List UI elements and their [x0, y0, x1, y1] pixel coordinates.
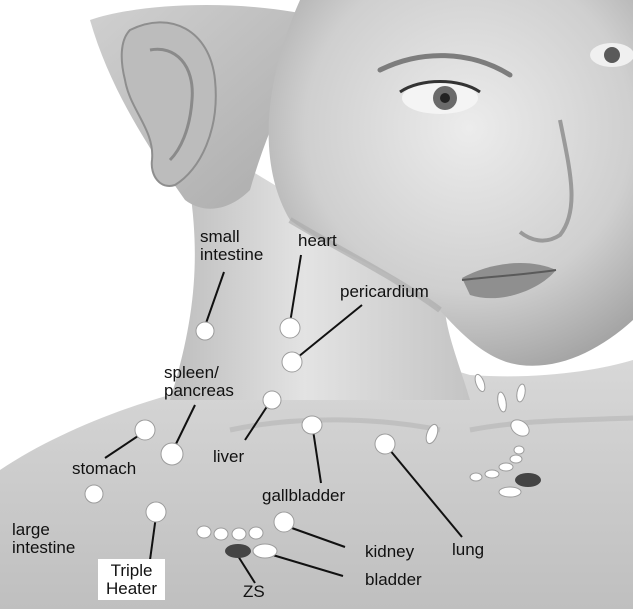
- point-large-intestine: [85, 485, 103, 503]
- point-chest-8: [499, 463, 513, 471]
- point-triple-heater: [146, 502, 166, 522]
- point-bladder: [253, 544, 277, 558]
- point-chest-10: [514, 446, 524, 454]
- point-small-intestine: [196, 322, 214, 340]
- point-liver: [263, 391, 281, 409]
- point-chest-6: [470, 473, 482, 481]
- eye-iris-right: [604, 47, 620, 63]
- point-heart: [280, 318, 300, 338]
- point-chain-3: [232, 528, 246, 540]
- point-zs: [225, 544, 251, 558]
- point-lung: [375, 434, 395, 454]
- point-chest-9: [510, 455, 522, 463]
- point-spleen-pancreas: [161, 443, 183, 465]
- point-chest-dark: [515, 473, 541, 487]
- point-pericardium: [282, 352, 302, 372]
- point-chain-1: [197, 526, 211, 538]
- point-stomach: [135, 420, 155, 440]
- point-chain-4: [249, 527, 263, 539]
- eye-pupil: [440, 93, 450, 103]
- point-chest-7: [485, 470, 499, 478]
- point-kidney: [274, 512, 294, 532]
- point-chest-11: [499, 487, 521, 497]
- point-chain-2: [214, 528, 228, 540]
- point-gallbladder: [302, 416, 322, 434]
